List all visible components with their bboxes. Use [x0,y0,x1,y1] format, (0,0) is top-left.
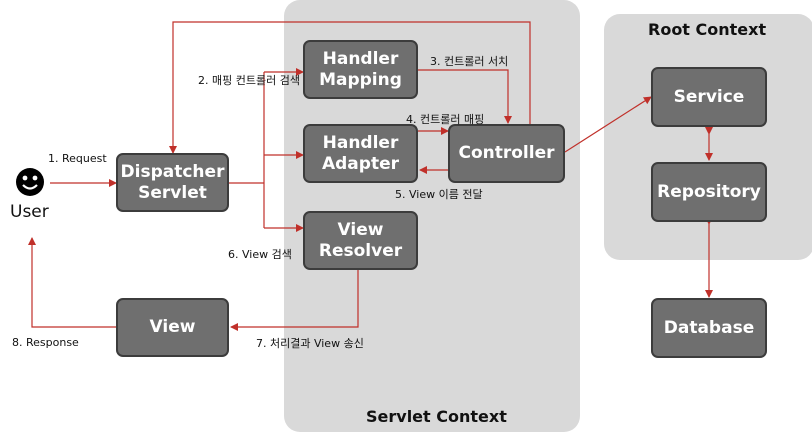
controller-box: Controller [448,124,565,183]
step-1-label: 1. Request [48,152,107,165]
repository-box: Repository [651,162,767,222]
user-label: User [10,202,49,222]
arrow-send-view [230,270,359,331]
arrow-controller-search [418,69,512,124]
step-2-label: 2. 매핑 컨트롤러 검색 [198,74,300,87]
step-8-label: 8. Response [12,336,79,349]
servlet-context-title: Servlet Context [366,407,507,426]
view-box: View [116,298,229,357]
step-5-label: 5. View 이름 전달 [395,188,483,201]
database-box: Database [651,298,767,358]
arrow-to-service [564,96,652,153]
user-actor: User [10,167,50,223]
service-box: Service [651,67,767,127]
smiley-face-icon [16,168,44,196]
arrow-controller-return [169,21,531,154]
step-7-label: 7. 처리결과 View 송신 [256,337,364,350]
arrow-response [28,237,116,328]
step-6-label: 6. View 검색 [228,248,292,261]
step-4-label: 4. 컨트롤러 매핑 [406,113,485,126]
step-3-label: 3. 컨트롤러 서치 [430,55,509,68]
root-context-title: Root Context [648,20,767,39]
